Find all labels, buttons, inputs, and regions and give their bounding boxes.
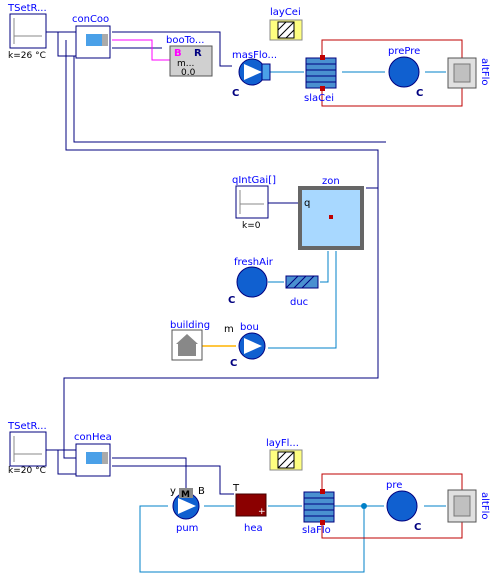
alt-flo-label-top: altFlo bbox=[479, 58, 490, 85]
pressure-drop-block[interactable]: prePre C bbox=[388, 46, 423, 99]
controller-cooling-block[interactable]: conCoo bbox=[72, 14, 111, 59]
layer-floor-block[interactable]: layFl... bbox=[266, 438, 303, 471]
sla-cei-label: slaCei bbox=[304, 93, 334, 104]
slab-ceiling-block[interactable]: slaCei bbox=[304, 55, 337, 104]
pre-label: pre bbox=[386, 480, 402, 491]
tset-cooling-param: k=26 °C bbox=[8, 51, 46, 61]
controller-heating-block[interactable]: conHea bbox=[74, 432, 112, 477]
sla-flo-label: slaFlo bbox=[302, 525, 331, 536]
building-block[interactable]: building bbox=[170, 320, 210, 361]
building-label: building bbox=[170, 320, 210, 331]
con-coo-label: conCoo bbox=[72, 14, 109, 25]
mas-flo-c: C bbox=[232, 88, 239, 99]
fresh-air-c: C bbox=[228, 295, 235, 306]
pump-block[interactable]: M y B pum bbox=[170, 486, 205, 534]
tset-cooling-label: TSetR... bbox=[7, 3, 47, 14]
boundary-block[interactable]: bou m C bbox=[224, 322, 266, 369]
tset-heating-param: k=20 °C bbox=[8, 466, 46, 476]
pressure-drop-floor-block[interactable]: pre C bbox=[386, 480, 421, 533]
heater-block[interactable]: + T hea bbox=[232, 483, 267, 534]
boo-r-letter: R bbox=[194, 48, 202, 59]
pum-m-letter: M bbox=[181, 490, 190, 500]
tset-room-cooling-block[interactable]: TSetR... k=26 °C bbox=[7, 3, 47, 61]
pum-y-letter: y bbox=[170, 486, 176, 497]
con-hea-label: conHea bbox=[74, 432, 112, 443]
connection-wires bbox=[45, 31, 463, 573]
pum-b-letter: B bbox=[198, 486, 205, 497]
q-int-gai-label: qIntGai[] bbox=[232, 175, 276, 186]
lay-cei-label: layCei bbox=[270, 7, 301, 18]
boo-param1: m... bbox=[177, 59, 194, 69]
zon-port-q: q bbox=[304, 198, 310, 209]
mass-flow-source-block[interactable]: masFlo... C bbox=[232, 50, 277, 99]
internal-gain-block[interactable]: qIntGai[] k=0 bbox=[232, 175, 276, 231]
slab-floor-block[interactable]: slaFlo bbox=[302, 489, 335, 536]
fresh-air-block[interactable]: freshAir C bbox=[228, 257, 274, 306]
q-int-gai-param: k=0 bbox=[242, 221, 261, 231]
tset-room-heating-block[interactable]: TSetR... k=20 °C bbox=[7, 421, 47, 476]
alternate-flow-block-bottom[interactable]: altFlo bbox=[447, 489, 490, 523]
boolean-to-real-block[interactable]: B R m... 0.0 booTo... bbox=[166, 35, 213, 78]
fresh-air-label: freshAir bbox=[234, 257, 274, 268]
pum-label: pum bbox=[176, 523, 198, 534]
hea-t-letter: T bbox=[232, 483, 240, 494]
alternate-flow-block-top[interactable]: altFlo bbox=[447, 57, 490, 89]
alt-flo-label-bottom: altFlo bbox=[479, 492, 490, 519]
hea-label: hea bbox=[244, 523, 263, 534]
lay-flo-label: layFl... bbox=[266, 438, 299, 449]
bou-c: C bbox=[230, 358, 237, 369]
pre-pre-c: C bbox=[416, 88, 423, 99]
mas-flo-label: masFlo... bbox=[232, 50, 277, 61]
duc-label: duc bbox=[290, 297, 308, 308]
svg-text:+: + bbox=[258, 507, 266, 517]
boo-label: booTo... bbox=[166, 35, 204, 46]
boo-b-letter: B bbox=[174, 48, 182, 59]
duct-block[interactable]: duc bbox=[285, 275, 319, 308]
pre-pre-label: prePre bbox=[388, 46, 420, 57]
zon-label: zon bbox=[322, 176, 340, 187]
tset-heating-label: TSetR... bbox=[7, 421, 47, 432]
pre-c: C bbox=[414, 522, 421, 533]
boo-param2: 0.0 bbox=[181, 68, 196, 78]
bou-label: bou bbox=[240, 322, 259, 333]
layer-ceiling-block[interactable]: layCei bbox=[269, 7, 303, 41]
bou-port-m: m bbox=[224, 324, 234, 335]
zone-block[interactable]: zon q bbox=[298, 176, 364, 250]
